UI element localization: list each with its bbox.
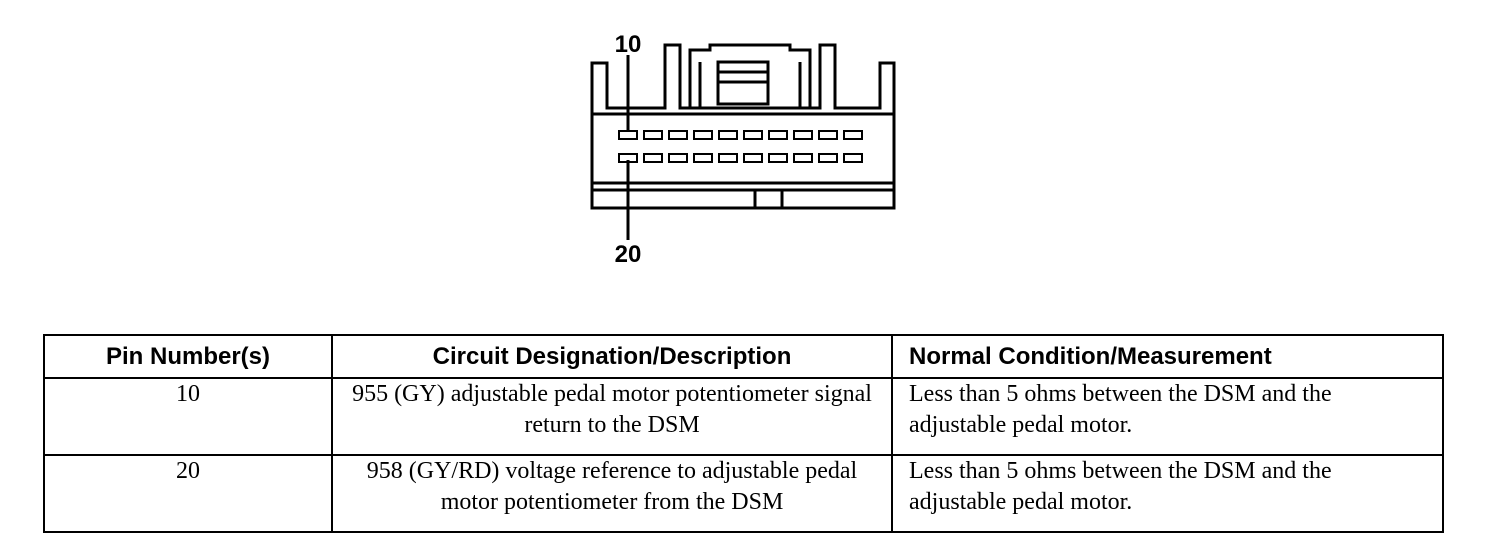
pin-number-cell: 10 xyxy=(43,377,333,456)
header-pin-number: Pin Number(s) xyxy=(43,334,333,379)
header-normal-condition: Normal Condition/Measurement xyxy=(891,334,1444,379)
table-header-row: Pin Number(s) Circuit Designation/Descri… xyxy=(43,334,1444,379)
pin-cavity xyxy=(718,153,738,163)
table-row: 20 958 (GY/RD) voltage reference to adju… xyxy=(43,454,1444,533)
pin-cavity xyxy=(643,130,663,140)
normal-condition-cell: Less than 5 ohms between the DSM and the… xyxy=(891,454,1444,533)
normal-condition-cell: Less than 5 ohms between the DSM and the… xyxy=(891,377,1444,456)
pin-cavity xyxy=(793,153,813,163)
pin-cavity xyxy=(768,130,788,140)
pin-cavity xyxy=(693,130,713,140)
pin-cavity xyxy=(843,153,863,163)
pin-cavity xyxy=(818,130,838,140)
pin-cavity xyxy=(743,130,763,140)
pin-table: Pin Number(s) Circuit Designation/Descri… xyxy=(43,334,1444,533)
pin-cavity xyxy=(668,130,688,140)
connector-diagram: 10 20 xyxy=(590,31,896,268)
pin-cavity xyxy=(718,130,738,140)
pin-cavity xyxy=(768,153,788,163)
pin-cavity xyxy=(843,130,863,140)
pin-cavity xyxy=(693,153,713,163)
table-row: 10 955 (GY) adjustable pedal motor poten… xyxy=(43,377,1444,456)
pin-cavity xyxy=(618,130,638,140)
connector-latch xyxy=(688,43,812,108)
pin-cavity xyxy=(643,153,663,163)
pin-cavity xyxy=(743,153,763,163)
pin-number-cell: 20 xyxy=(43,454,333,533)
key-notch xyxy=(753,190,784,208)
pin-cavity xyxy=(818,153,838,163)
circuit-description-cell: 958 (GY/RD) voltage reference to adjusta… xyxy=(331,454,893,533)
circuit-description-cell: 955 (GY) adjustable pedal motor potentio… xyxy=(331,377,893,456)
header-circuit-description: Circuit Designation/Description xyxy=(331,334,893,379)
pin-cavities xyxy=(618,130,863,163)
pin-cavity xyxy=(668,153,688,163)
pin-cavity xyxy=(793,130,813,140)
connector-housing xyxy=(590,43,896,210)
callout-pin-10: 10 xyxy=(615,31,642,58)
callout-pin-20: 20 xyxy=(615,241,642,268)
